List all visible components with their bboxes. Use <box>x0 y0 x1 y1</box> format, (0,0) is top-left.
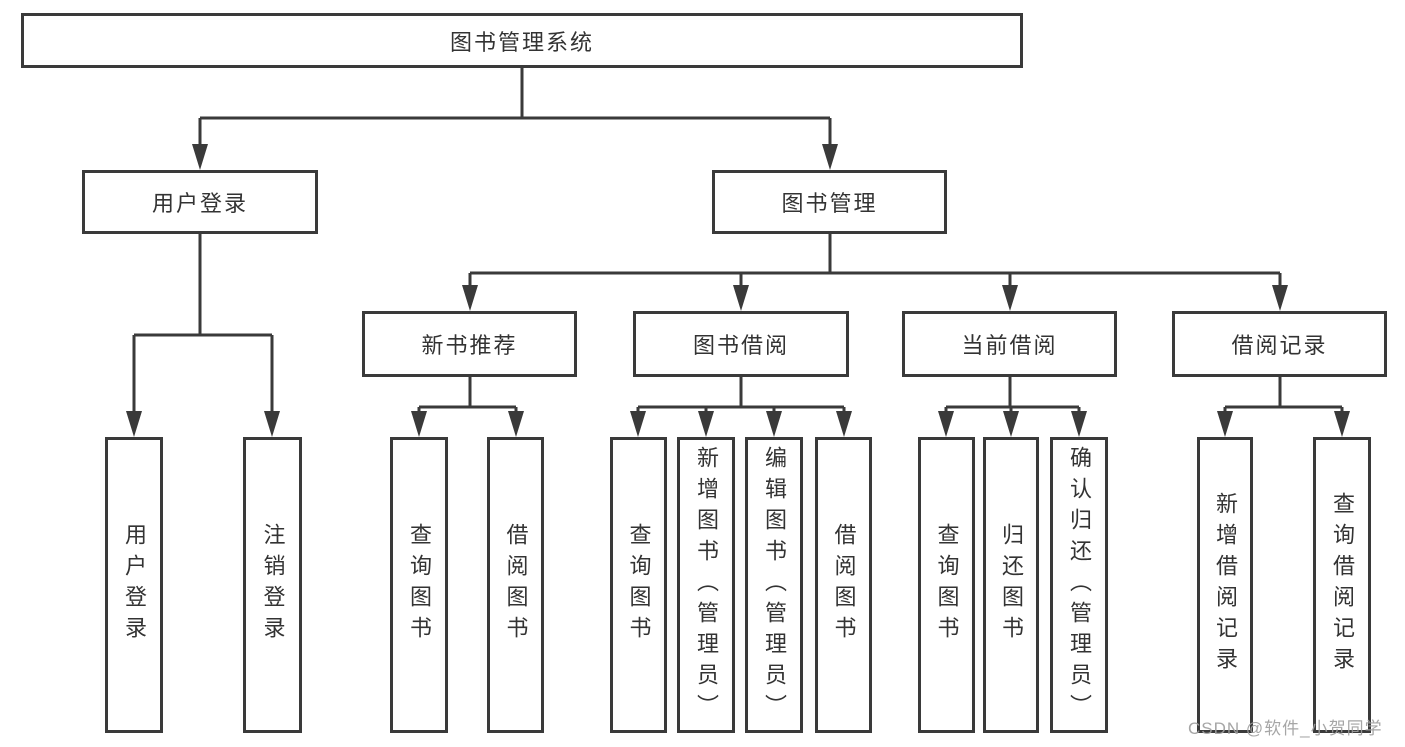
leaf-query-books-recommend: 查询图书 <box>390 437 448 733</box>
leaf-logout-login-label: 注销登录 <box>260 523 286 647</box>
leaf-add-borrow-record-label: 新增借阅记录 <box>1213 492 1238 678</box>
leaf-query-books-current: 查询图书 <box>918 437 975 733</box>
node-book-borrow: 图书借阅 <box>633 311 849 377</box>
leaf-return-book: 归还图书 <box>983 437 1039 733</box>
leaf-logout-login: 注销登录 <box>243 437 302 733</box>
leaf-confirm-return-admin-label: 确认归还（管理员） <box>1067 445 1092 725</box>
node-root-system: 图书管理系统 <box>21 13 1023 68</box>
leaf-query-books-current-label: 查询图书 <box>934 523 960 647</box>
node-book-management-label: 图书管理 <box>781 191 878 216</box>
leaf-borrow-book: 借阅图书 <box>815 437 872 733</box>
node-borrow-records-label: 借阅记录 <box>1231 333 1328 358</box>
node-user-login-label: 用户登录 <box>151 191 248 216</box>
leaf-add-book-admin: 新增图书（管理员） <box>677 437 735 733</box>
node-book-borrow-label: 图书借阅 <box>692 333 789 358</box>
node-book-management: 图书管理 <box>712 170 947 234</box>
node-new-book-recommend: 新书推荐 <box>362 311 577 377</box>
leaf-query-books-borrow: 查询图书 <box>610 437 667 733</box>
node-root-system-label: 图书管理系统 <box>449 29 594 55</box>
leaf-borrow-book-recommend: 借阅图书 <box>487 437 544 733</box>
node-user-login: 用户登录 <box>82 170 318 234</box>
leaf-edit-book-admin: 编辑图书（管理员） <box>745 437 803 733</box>
node-current-borrow-label: 当前借阅 <box>961 333 1058 358</box>
arrowheads <box>126 144 1350 437</box>
node-borrow-records: 借阅记录 <box>1172 311 1387 377</box>
leaf-query-books-recommend-label: 查询图书 <box>407 523 432 647</box>
leaf-query-borrow-record: 查询借阅记录 <box>1313 437 1371 733</box>
leaf-borrow-book-recommend-label: 借阅图书 <box>503 523 529 647</box>
leaf-query-borrow-record-label: 查询借阅记录 <box>1330 492 1355 678</box>
leaf-add-book-admin-label: 新增图书（管理员） <box>694 445 719 725</box>
leaf-query-books-borrow-label: 查询图书 <box>626 523 652 647</box>
leaf-borrow-book-label: 借阅图书 <box>831 523 857 647</box>
leaf-edit-book-admin-label: 编辑图书（管理员） <box>762 445 787 725</box>
leaf-return-book-label: 归还图书 <box>999 523 1024 647</box>
csdn-watermark: CSDN @软件_小贺同学 <box>1188 719 1383 738</box>
leaf-add-borrow-record: 新增借阅记录 <box>1197 437 1253 733</box>
node-new-book-recommend-label: 新书推荐 <box>421 333 518 358</box>
leaf-user-login: 用户登录 <box>105 437 163 733</box>
leaf-user-login-label: 用户登录 <box>122 523 147 647</box>
node-current-borrow: 当前借阅 <box>902 311 1117 377</box>
leaf-confirm-return-admin: 确认归还（管理员） <box>1050 437 1108 733</box>
